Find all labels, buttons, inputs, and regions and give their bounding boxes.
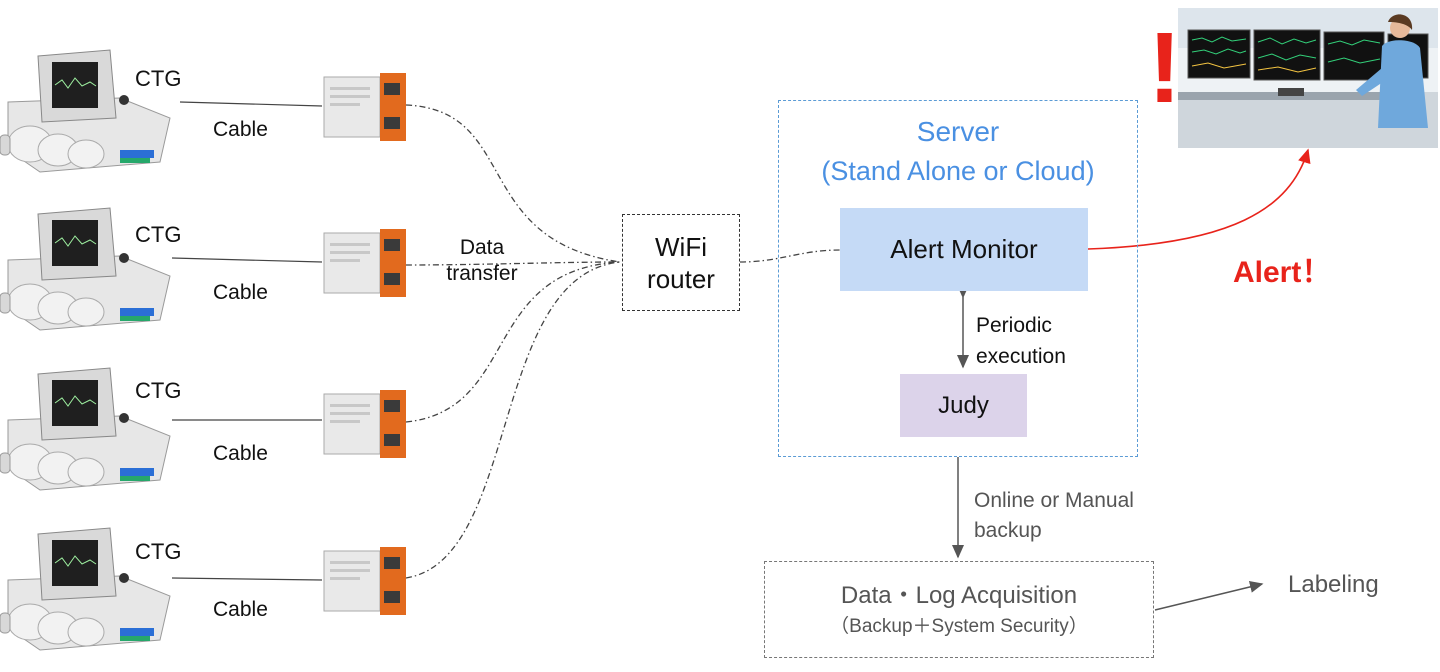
data-transfer-label: Data transfer (446, 236, 518, 285)
ctg-label: CTG (135, 539, 182, 564)
labeling-label: Labeling (1288, 571, 1379, 598)
ctg-device-icon (0, 527, 171, 651)
router-label-line2: router (647, 263, 715, 294)
router-server-link (739, 249, 841, 263)
ctg-label: CTG (135, 66, 182, 91)
data-log-acquisition-box: Data・Log Acquisition （Backup＋System Secu… (764, 561, 1154, 658)
alert-arrow (1087, 148, 1311, 250)
gateway-module-icon (323, 547, 406, 615)
wifi-link-4 (405, 261, 621, 579)
ctg-label: CTG (135, 222, 182, 247)
periodic-execution-label: Periodic execution (976, 314, 1066, 368)
cable-label: Cable (213, 598, 268, 621)
server-container (778, 100, 1138, 457)
judy-box: Judy (900, 374, 1027, 437)
ctg-device-icon (0, 49, 171, 173)
exclamation-mark-icon: ! (1148, 12, 1182, 124)
cable-line-4 (171, 577, 323, 581)
wifi-router-box: WiFi router (622, 214, 740, 311)
cable-label: Cable (213, 442, 268, 465)
cable-line-1 (179, 101, 323, 107)
judy-label: Judy (938, 391, 989, 419)
router-label-line1: WiFi (655, 231, 707, 262)
cable-label: Cable (213, 281, 268, 304)
ctg-label: CTG (135, 378, 182, 403)
server-subtitle: (Stand Alone or Cloud) (821, 156, 1095, 186)
backup-label: Online or Manual backup (974, 489, 1134, 542)
alert-monitor-box: Alert Monitor (840, 208, 1088, 291)
acquisition-title: Data・Log Acquisition (840, 581, 1078, 609)
labeling-arrow (1154, 581, 1264, 611)
acquisition-subtitle: （Backup＋System Security） (830, 615, 1088, 637)
gateway-module-icon (323, 73, 406, 141)
gateway-module-icon (323, 390, 406, 458)
wifi-link-2 (405, 261, 621, 266)
monitoring-station-photo (1178, 8, 1438, 148)
cable-label: Cable (213, 118, 268, 141)
wifi-link-1 (405, 104, 621, 263)
server-title: Server (916, 116, 1000, 147)
gateway-module-icon (323, 229, 406, 297)
ctg-device-icon (0, 367, 171, 491)
ctg-device-icon (0, 207, 171, 331)
cable-line-2 (171, 257, 323, 263)
wifi-link-3 (405, 261, 621, 423)
alert-monitor-label: Alert Monitor (890, 234, 1038, 264)
alert-label: Alert！ (1233, 256, 1332, 289)
